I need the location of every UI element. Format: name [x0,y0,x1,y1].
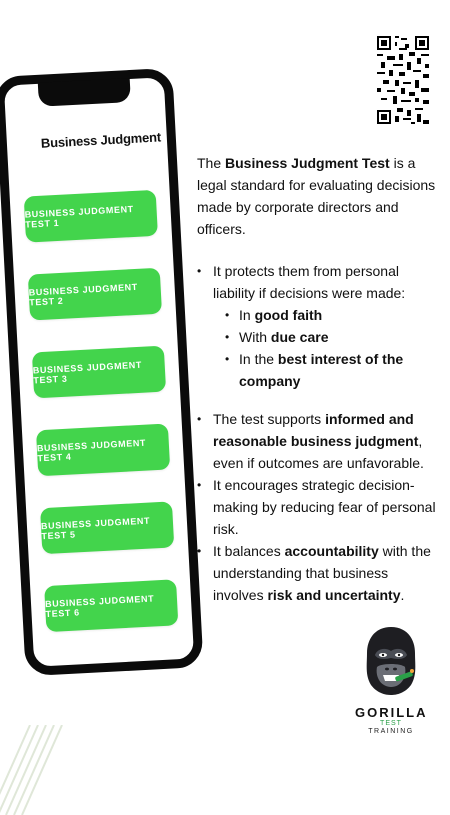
bullet-list-1: It protects them from personal liability… [197,260,437,392]
test-button-1[interactable]: BUSINESS JUDGMENT TEST 1 [23,189,158,243]
sub-bullet-prefix: In the [239,351,278,367]
test-button-2[interactable]: BUSINESS JUDGMENT TEST 2 [27,267,163,321]
intro-bold-term: Business Judgment Test [225,155,390,171]
bullet-strategic-decisions: It encourages strategic decision-making … [197,474,437,540]
bullet-liability-text: It protects them from personal liability… [213,263,406,301]
bullet-text-start: The test supports [213,411,326,427]
sub-bullet-bold: due care [270,329,329,345]
bullet-text-end: . [400,587,405,603]
phone-mockup: Business Judgment BUSINESS JUDGMENT TEST… [0,62,204,682]
phone-notch [37,77,131,107]
intro-paragraph: The Business Judgment Test is a legal st… [197,152,437,240]
sub-bullet-list: In good faith With due care In the best … [213,304,437,392]
bullet-text-end: , even if outcomes are unfavorable. [213,433,424,471]
logo-subtitle-test: TEST [380,720,402,727]
gorilla-icon [366,627,416,695]
logo-subtitle-training: TRAINING [368,728,414,735]
sub-bullet-prefix: In [239,307,255,323]
phone-frame: Business Judgment BUSINESS JUDGMENT TEST… [0,67,204,677]
test-button-6[interactable]: BUSINESS JUDGMENT TEST 6 [44,579,179,633]
sub-bullet-bold: best interest of the company [239,351,404,389]
bullet-bold-risk: risk and uncertainty [267,587,401,603]
intro-text-end: is a legal standard for evaluating decis… [197,155,436,237]
qr-code [377,36,429,124]
bullet-text: It encourages strategic decision-making … [213,477,436,537]
decorative-stripes [0,725,63,815]
bullet-list-2: The test supports informed and reasonabl… [197,408,437,606]
sub-bullet-prefix: With [239,329,271,345]
bullet-bold: informed and reasonable business judgmen… [213,411,419,449]
sub-bullet-best-interest: In the best interest of the company [225,348,437,392]
bullet-text-start: It balances [213,543,285,559]
test-button-4[interactable]: BUSINESS JUDGMENT TEST 4 [35,423,171,477]
qr-code-graphic [377,36,429,124]
logo-brand-text: GORILLA [355,705,428,720]
sub-bullet-good-faith: In good faith [225,304,437,326]
bullet-informed-judgment: The test supports informed and reasonabl… [197,408,437,474]
bullet-accountability: It balances accountability with the unde… [197,540,437,606]
sub-bullet-due-care: With due care [225,326,437,348]
bullet-text-mid: with the understanding that business inv… [213,543,431,603]
test-button-3[interactable]: BUSINESS JUDGMENT TEST 3 [31,345,167,399]
bullet-liability: It protects them from personal liability… [197,260,437,392]
intro-text-start: The [197,155,226,171]
test-button-5[interactable]: BUSINESS JUDGMENT TEST 5 [40,501,175,555]
bullet-bold-accountability: accountability [284,543,379,559]
app-title: Business Judgment [40,129,162,151]
description-panel: The Business Judgment Test is a legal st… [197,152,437,606]
sub-bullet-bold: good faith [254,307,323,323]
gorilla-logo: GORILLA TEST TRAINING [355,625,427,750]
